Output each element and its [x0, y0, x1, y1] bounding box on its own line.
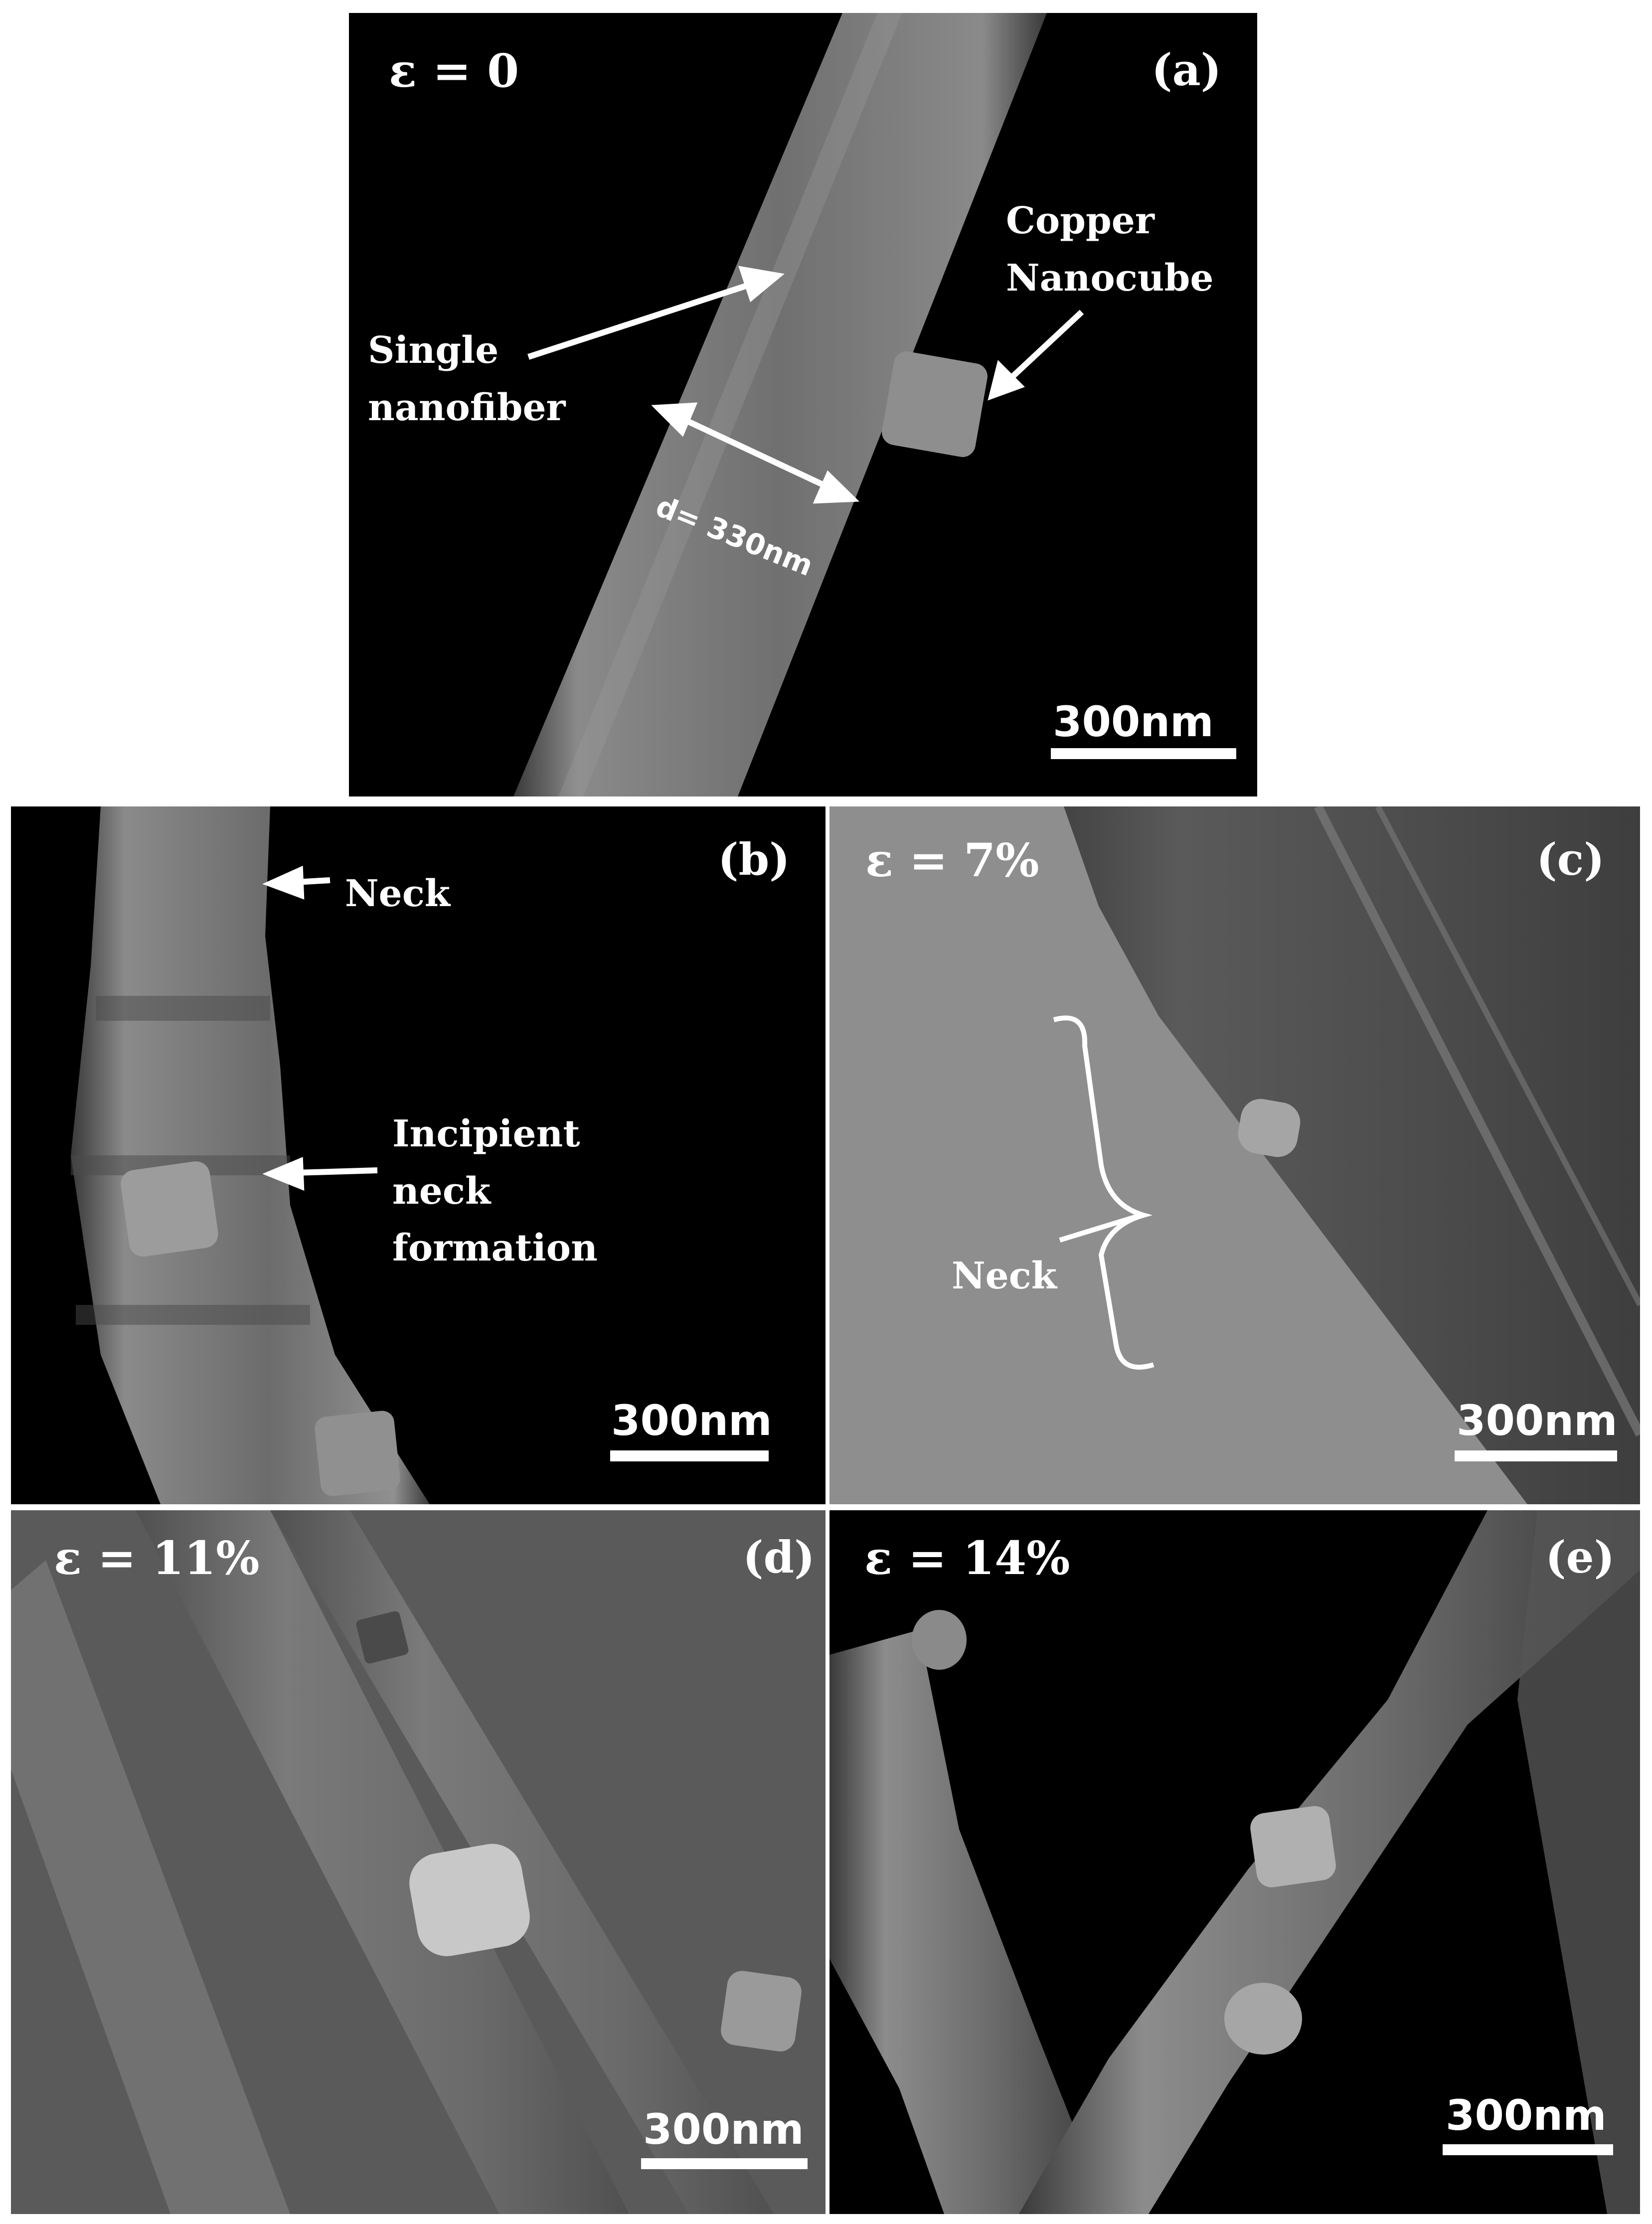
sem-panel-d: ε = 11% (d) 300nm — [11, 1510, 826, 2214]
nanofiber-image-e — [829, 1510, 1640, 2214]
annotation-neck-c: Neck — [952, 1255, 1057, 1297]
scale-bar-label-e: 300nm — [1446, 2091, 1607, 2140]
panel-label-c: (c) — [1536, 833, 1605, 885]
scale-bar-b — [610, 1450, 769, 1461]
sem-panel-c: ε = 7% (c) Neck 300nm — [829, 806, 1640, 1504]
scale-bar-label-a: 300nm — [1053, 697, 1214, 746]
annotation-copper-nanocube: Copper Nanocube — [1006, 199, 1214, 300]
panel-label-e: (e) — [1545, 1531, 1615, 1583]
scale-bar-a — [1051, 748, 1236, 759]
scale-bar-label-d: 300nm — [643, 2105, 804, 2154]
strain-label-d: ε = 11% — [54, 1531, 260, 1585]
copper-nanocube — [882, 351, 988, 457]
strain-label-e: ε = 14% — [864, 1531, 1070, 1585]
scale-bar-e — [1443, 2144, 1613, 2155]
sem-panel-e: ε = 14% (e) 300nm — [829, 1510, 1640, 2214]
nanofiber-image-c — [1053, 806, 1640, 1504]
scale-bar-d — [641, 2158, 808, 2169]
annotation-neck-b: Neck — [345, 872, 451, 915]
panel-label-b: (b) — [718, 833, 790, 885]
scale-bar-c — [1455, 1450, 1617, 1461]
annotation-incipient-neck: Incipient neck formation — [392, 1112, 598, 1270]
panel-label-d: (d) — [743, 1531, 815, 1583]
panel-label-a: (a) — [1152, 44, 1222, 96]
neck-bracket — [1053, 1015, 1155, 1370]
strain-label-c: ε = 7% — [865, 833, 1039, 887]
sem-panel-a: ε = 0 (a) Single nanofiber Copper Nanocu… — [349, 13, 1257, 796]
scale-bar-label-b: 300nm — [611, 1396, 772, 1445]
strain-label-a: ε = 0 — [389, 44, 519, 98]
nanofiber-image-a — [513, 13, 1047, 796]
nanofiber-image-d — [11, 1510, 802, 2214]
nanofiber-image-b — [71, 806, 430, 1504]
sem-panel-b: (b) Neck Incipient neck formation 300nm — [11, 806, 826, 1504]
scale-bar-label-c: 300nm — [1457, 1396, 1618, 1445]
annotation-single-nanofiber: Single nanofiber — [368, 329, 566, 429]
